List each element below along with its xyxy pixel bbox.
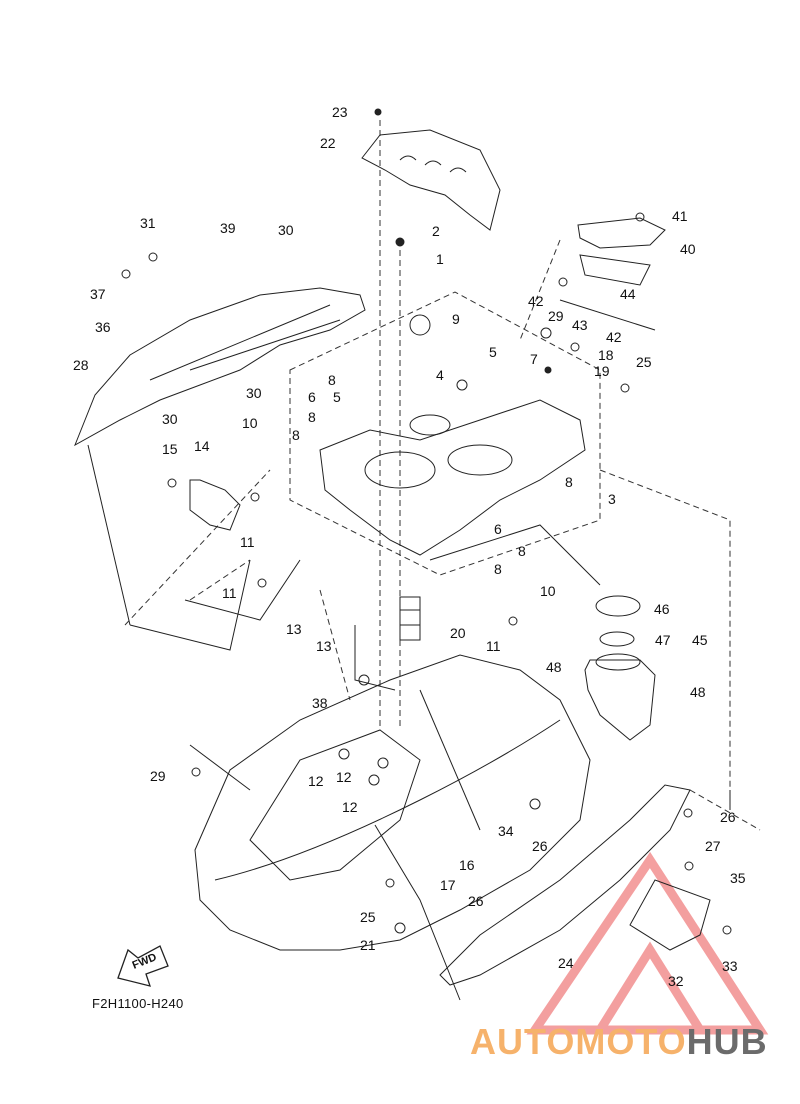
callout-33: 33 xyxy=(722,958,738,974)
right-side-cover xyxy=(439,784,691,986)
callout-5b: 5 xyxy=(333,389,341,405)
callout-8d: 8 xyxy=(565,474,573,490)
callout-labels: 23 22 2 1 31 39 30 41 40 37 36 42 44 9 2… xyxy=(73,104,746,989)
callout-40: 40 xyxy=(680,241,696,257)
callout-35: 35 xyxy=(730,870,746,886)
callout-45: 45 xyxy=(692,632,708,648)
callout-29b: 29 xyxy=(150,768,166,784)
watermark-triangle-logo xyxy=(526,851,769,1035)
top-shroud xyxy=(361,129,501,231)
callout-13b: 13 xyxy=(316,638,332,654)
callout-17: 17 xyxy=(440,877,456,893)
callout-44: 44 xyxy=(620,286,636,302)
callout-42a: 42 xyxy=(528,293,544,309)
callout-9: 9 xyxy=(452,311,460,327)
callout-34: 34 xyxy=(498,823,514,839)
callout-23: 23 xyxy=(332,104,348,120)
callout-27: 27 xyxy=(705,838,721,854)
callout-19: 19 xyxy=(594,363,610,379)
leader-lines xyxy=(87,299,731,1001)
callout-43: 43 xyxy=(572,317,588,333)
callout-5a: 5 xyxy=(489,344,497,360)
callout-22: 22 xyxy=(320,135,336,151)
callout-46: 46 xyxy=(654,601,670,617)
callout-12a: 12 xyxy=(308,773,324,789)
callout-12b: 12 xyxy=(336,769,352,785)
fwd-arrow xyxy=(117,945,169,987)
callout-10b: 10 xyxy=(540,583,556,599)
callout-8b: 8 xyxy=(308,409,316,425)
callout-30a: 30 xyxy=(278,222,294,238)
callout-28: 28 xyxy=(73,357,89,373)
callout-26b: 26 xyxy=(532,838,548,854)
callout-8e: 8 xyxy=(518,543,526,559)
callout-8f: 8 xyxy=(494,561,502,577)
callout-30b: 30 xyxy=(246,385,262,401)
callout-14: 14 xyxy=(194,438,210,454)
fwd-label: FWD xyxy=(131,951,159,972)
callout-41: 41 xyxy=(672,208,688,224)
hull xyxy=(194,654,591,951)
callout-32: 32 xyxy=(668,973,684,989)
fastener-glyphs xyxy=(121,108,732,935)
callout-29a: 29 xyxy=(548,308,564,324)
callout-38: 38 xyxy=(312,695,328,711)
foot-plate xyxy=(629,879,711,951)
ladder xyxy=(399,596,421,641)
callout-39: 39 xyxy=(220,220,236,236)
callout-2: 2 xyxy=(432,223,440,239)
central-deck xyxy=(319,399,586,556)
callout-11b: 11 xyxy=(222,585,237,601)
callout-47: 47 xyxy=(655,632,671,648)
callout-48a: 48 xyxy=(546,659,562,675)
dashed-assembly-lines xyxy=(124,120,761,831)
watermark-part1: AUTOMOTO xyxy=(470,1021,687,1062)
callout-25b: 25 xyxy=(360,909,376,925)
callout-36: 36 xyxy=(95,319,111,335)
callout-16: 16 xyxy=(459,857,475,873)
callout-20: 20 xyxy=(450,625,466,641)
callout-24: 24 xyxy=(558,955,574,971)
figure-code: F2H1100-H240 xyxy=(92,996,184,1011)
callout-25a: 25 xyxy=(636,354,652,370)
callout-1: 1 xyxy=(436,251,444,267)
callout-26c: 26 xyxy=(468,893,484,909)
callout-15: 15 xyxy=(162,441,178,457)
watermark-part2: HUB xyxy=(686,1021,768,1062)
callout-18: 18 xyxy=(598,347,614,363)
callout-13a: 13 xyxy=(286,621,302,637)
reservoir xyxy=(584,659,656,741)
watermark-text: AUTOMOTOHUB xyxy=(470,1024,768,1060)
bracket xyxy=(189,479,241,531)
right-upper-panel xyxy=(577,217,666,249)
callout-30c: 30 xyxy=(162,411,178,427)
callout-12c: 12 xyxy=(342,799,358,815)
callout-7: 7 xyxy=(530,351,538,367)
callout-31: 31 xyxy=(140,215,156,231)
callout-11c: 11 xyxy=(486,638,501,654)
callout-37: 37 xyxy=(90,286,106,302)
callout-4: 4 xyxy=(436,367,444,383)
callout-8a: 8 xyxy=(328,372,336,388)
callout-21: 21 xyxy=(360,937,376,953)
callout-26a: 26 xyxy=(720,809,736,825)
left-side-cover xyxy=(74,287,366,447)
callout-11a: 11 xyxy=(240,534,255,550)
callout-6b: 6 xyxy=(494,521,502,537)
callout-3: 3 xyxy=(608,491,616,507)
callout-6a: 6 xyxy=(308,389,316,405)
callout-10a: 10 xyxy=(242,415,258,431)
callout-48b: 48 xyxy=(690,684,706,700)
callout-8c: 8 xyxy=(292,427,300,443)
callout-42b: 42 xyxy=(606,329,622,345)
